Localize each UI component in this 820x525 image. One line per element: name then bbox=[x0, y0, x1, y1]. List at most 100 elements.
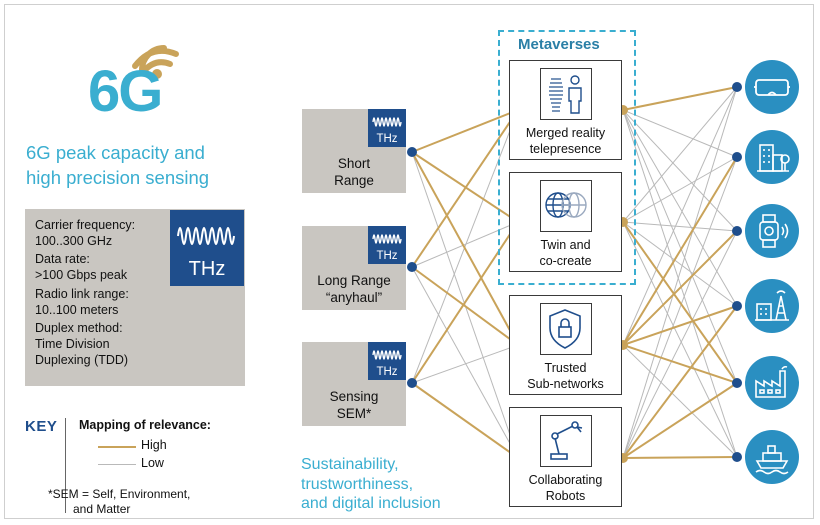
high-relevance-link bbox=[622, 305, 738, 346]
spec-range-label: Radio link range: bbox=[35, 286, 129, 301]
use-case-label-line: Trusted bbox=[544, 361, 587, 375]
thz-badge-large: THz bbox=[170, 210, 244, 286]
range-label-short: Short Range bbox=[304, 155, 404, 189]
key-title: Mapping of relevance: bbox=[79, 418, 211, 432]
low-relevance-link bbox=[411, 344, 519, 384]
application-node bbox=[732, 226, 742, 236]
thz-badge-label: THz bbox=[188, 258, 226, 280]
low-relevance-link bbox=[622, 86, 738, 223]
range-label-line: Short bbox=[337, 156, 371, 171]
wave-icon bbox=[177, 227, 235, 245]
person-hologram-icon bbox=[540, 68, 592, 120]
headline-line-2: high precision sensing bbox=[26, 167, 210, 188]
range-node bbox=[407, 147, 417, 157]
headline: 6G peak capacity and high precision sens… bbox=[26, 140, 286, 190]
low-relevance-link bbox=[622, 344, 738, 458]
sustainability-line-3: and digital inclusion bbox=[301, 495, 441, 512]
range-box-short: THz Short Range bbox=[302, 109, 406, 193]
high-relevance-link bbox=[622, 86, 738, 111]
low-relevance-link bbox=[622, 109, 738, 384]
low-relevance-link bbox=[622, 109, 738, 232]
use-case-label-line: Collaborating bbox=[528, 473, 603, 487]
range-label-line: “anyhaul” bbox=[325, 290, 383, 305]
high-relevance-link bbox=[622, 221, 738, 384]
use-case-label-line: telepresence bbox=[529, 141, 602, 156]
spec-rate-value: >100 Gbps peak bbox=[35, 268, 128, 283]
low-relevance-link bbox=[622, 86, 738, 346]
low-relevance-link bbox=[622, 109, 738, 458]
high-relevance-link bbox=[622, 230, 738, 346]
use-case-label: Trusted Sub-networks bbox=[510, 361, 621, 392]
vr-headset-icon bbox=[745, 60, 799, 114]
low-relevance-link bbox=[622, 221, 738, 458]
high-relevance-link bbox=[411, 109, 519, 268]
thz-badge-small: THz bbox=[368, 342, 406, 380]
low-relevance-link bbox=[622, 156, 738, 223]
spec-carrier-label: Carrier frequency: bbox=[35, 218, 136, 232]
low-relevance-link bbox=[622, 221, 738, 232]
low-relevance-link bbox=[622, 221, 738, 307]
cell-tower-icon bbox=[745, 279, 799, 333]
wave-icon bbox=[372, 117, 402, 127]
logo-text: 6G bbox=[88, 59, 163, 124]
key-high-label: High bbox=[141, 438, 167, 452]
outer-frame bbox=[4, 4, 814, 519]
range-label-sensing: Sensing SEM* bbox=[304, 388, 404, 422]
low-relevance-link bbox=[411, 266, 519, 459]
thz-small-label: THz bbox=[376, 366, 398, 378]
high-relevance-link bbox=[622, 456, 738, 459]
thz-small-label: THz bbox=[376, 133, 398, 145]
6g-logo: 6G bbox=[80, 36, 200, 126]
spec-duplex-value-2: Duplexing (TDD) bbox=[35, 352, 129, 367]
thz-small-label: THz bbox=[376, 250, 398, 262]
range-node bbox=[407, 378, 417, 388]
use-case-label-line: Twin and bbox=[540, 238, 591, 252]
use-case-label: Twin and co-create bbox=[510, 238, 621, 269]
sem-footnote-line-2: and Matter bbox=[73, 502, 131, 516]
spec-duplex-label: Duplex method: bbox=[35, 321, 123, 336]
high-relevance-link bbox=[411, 151, 519, 346]
range-box-sensing: THz Sensing SEM* bbox=[302, 342, 406, 426]
spec-rate-label: Data rate: bbox=[35, 252, 90, 267]
range-label-long: Long Range “anyhaul” bbox=[304, 272, 404, 306]
high-relevance-link bbox=[622, 305, 738, 459]
thz-badge-small: THz bbox=[368, 109, 406, 147]
sustainability-caption: Sustainability, trustworthiness, and dig… bbox=[301, 455, 441, 514]
use-case-label-line: Sub-networks bbox=[527, 376, 604, 391]
key-high-swatch bbox=[98, 446, 136, 448]
range-box-long: THz Long Range “anyhaul” bbox=[302, 226, 406, 310]
high-relevance-link bbox=[622, 382, 738, 459]
wave-icon bbox=[372, 234, 402, 244]
factory-icon bbox=[745, 356, 799, 410]
robot-arm-icon bbox=[540, 415, 592, 467]
key-heading: KEY bbox=[25, 418, 58, 435]
application-node bbox=[732, 82, 742, 92]
shield-lock-icon bbox=[540, 303, 592, 355]
low-relevance-link bbox=[622, 109, 738, 307]
key-low-label: Low bbox=[141, 456, 164, 470]
use-case-robots: Collaborating Robots bbox=[509, 407, 622, 507]
spec-range-value: 10..100 meters bbox=[35, 302, 119, 317]
application-node bbox=[732, 152, 742, 162]
low-relevance-link bbox=[622, 156, 738, 459]
application-node bbox=[732, 452, 742, 462]
wave-icon bbox=[372, 350, 402, 360]
sustainability-line-1: Sustainability, bbox=[301, 456, 399, 473]
range-label-line: Long Range bbox=[317, 273, 391, 288]
headline-line-1: 6G peak capacity and bbox=[26, 142, 205, 163]
smartwatch-icon bbox=[745, 204, 799, 258]
use-case-label-line: Robots bbox=[545, 488, 586, 503]
wifi-signal-icon bbox=[132, 45, 179, 79]
key-divider bbox=[65, 418, 66, 513]
twin-globes-icon bbox=[540, 180, 592, 232]
high-relevance-link bbox=[411, 266, 519, 346]
spec-lines: Carrier frequency: 100..300 GHz Data rat… bbox=[35, 218, 135, 368]
use-case-label-line: co-create bbox=[539, 253, 592, 268]
low-relevance-link bbox=[622, 230, 738, 459]
use-case-label-line: Merged reality bbox=[525, 126, 606, 140]
smart-city-icon bbox=[745, 130, 799, 184]
high-relevance-link bbox=[411, 109, 519, 153]
high-relevance-link bbox=[622, 156, 738, 346]
low-relevance-link bbox=[622, 86, 738, 459]
